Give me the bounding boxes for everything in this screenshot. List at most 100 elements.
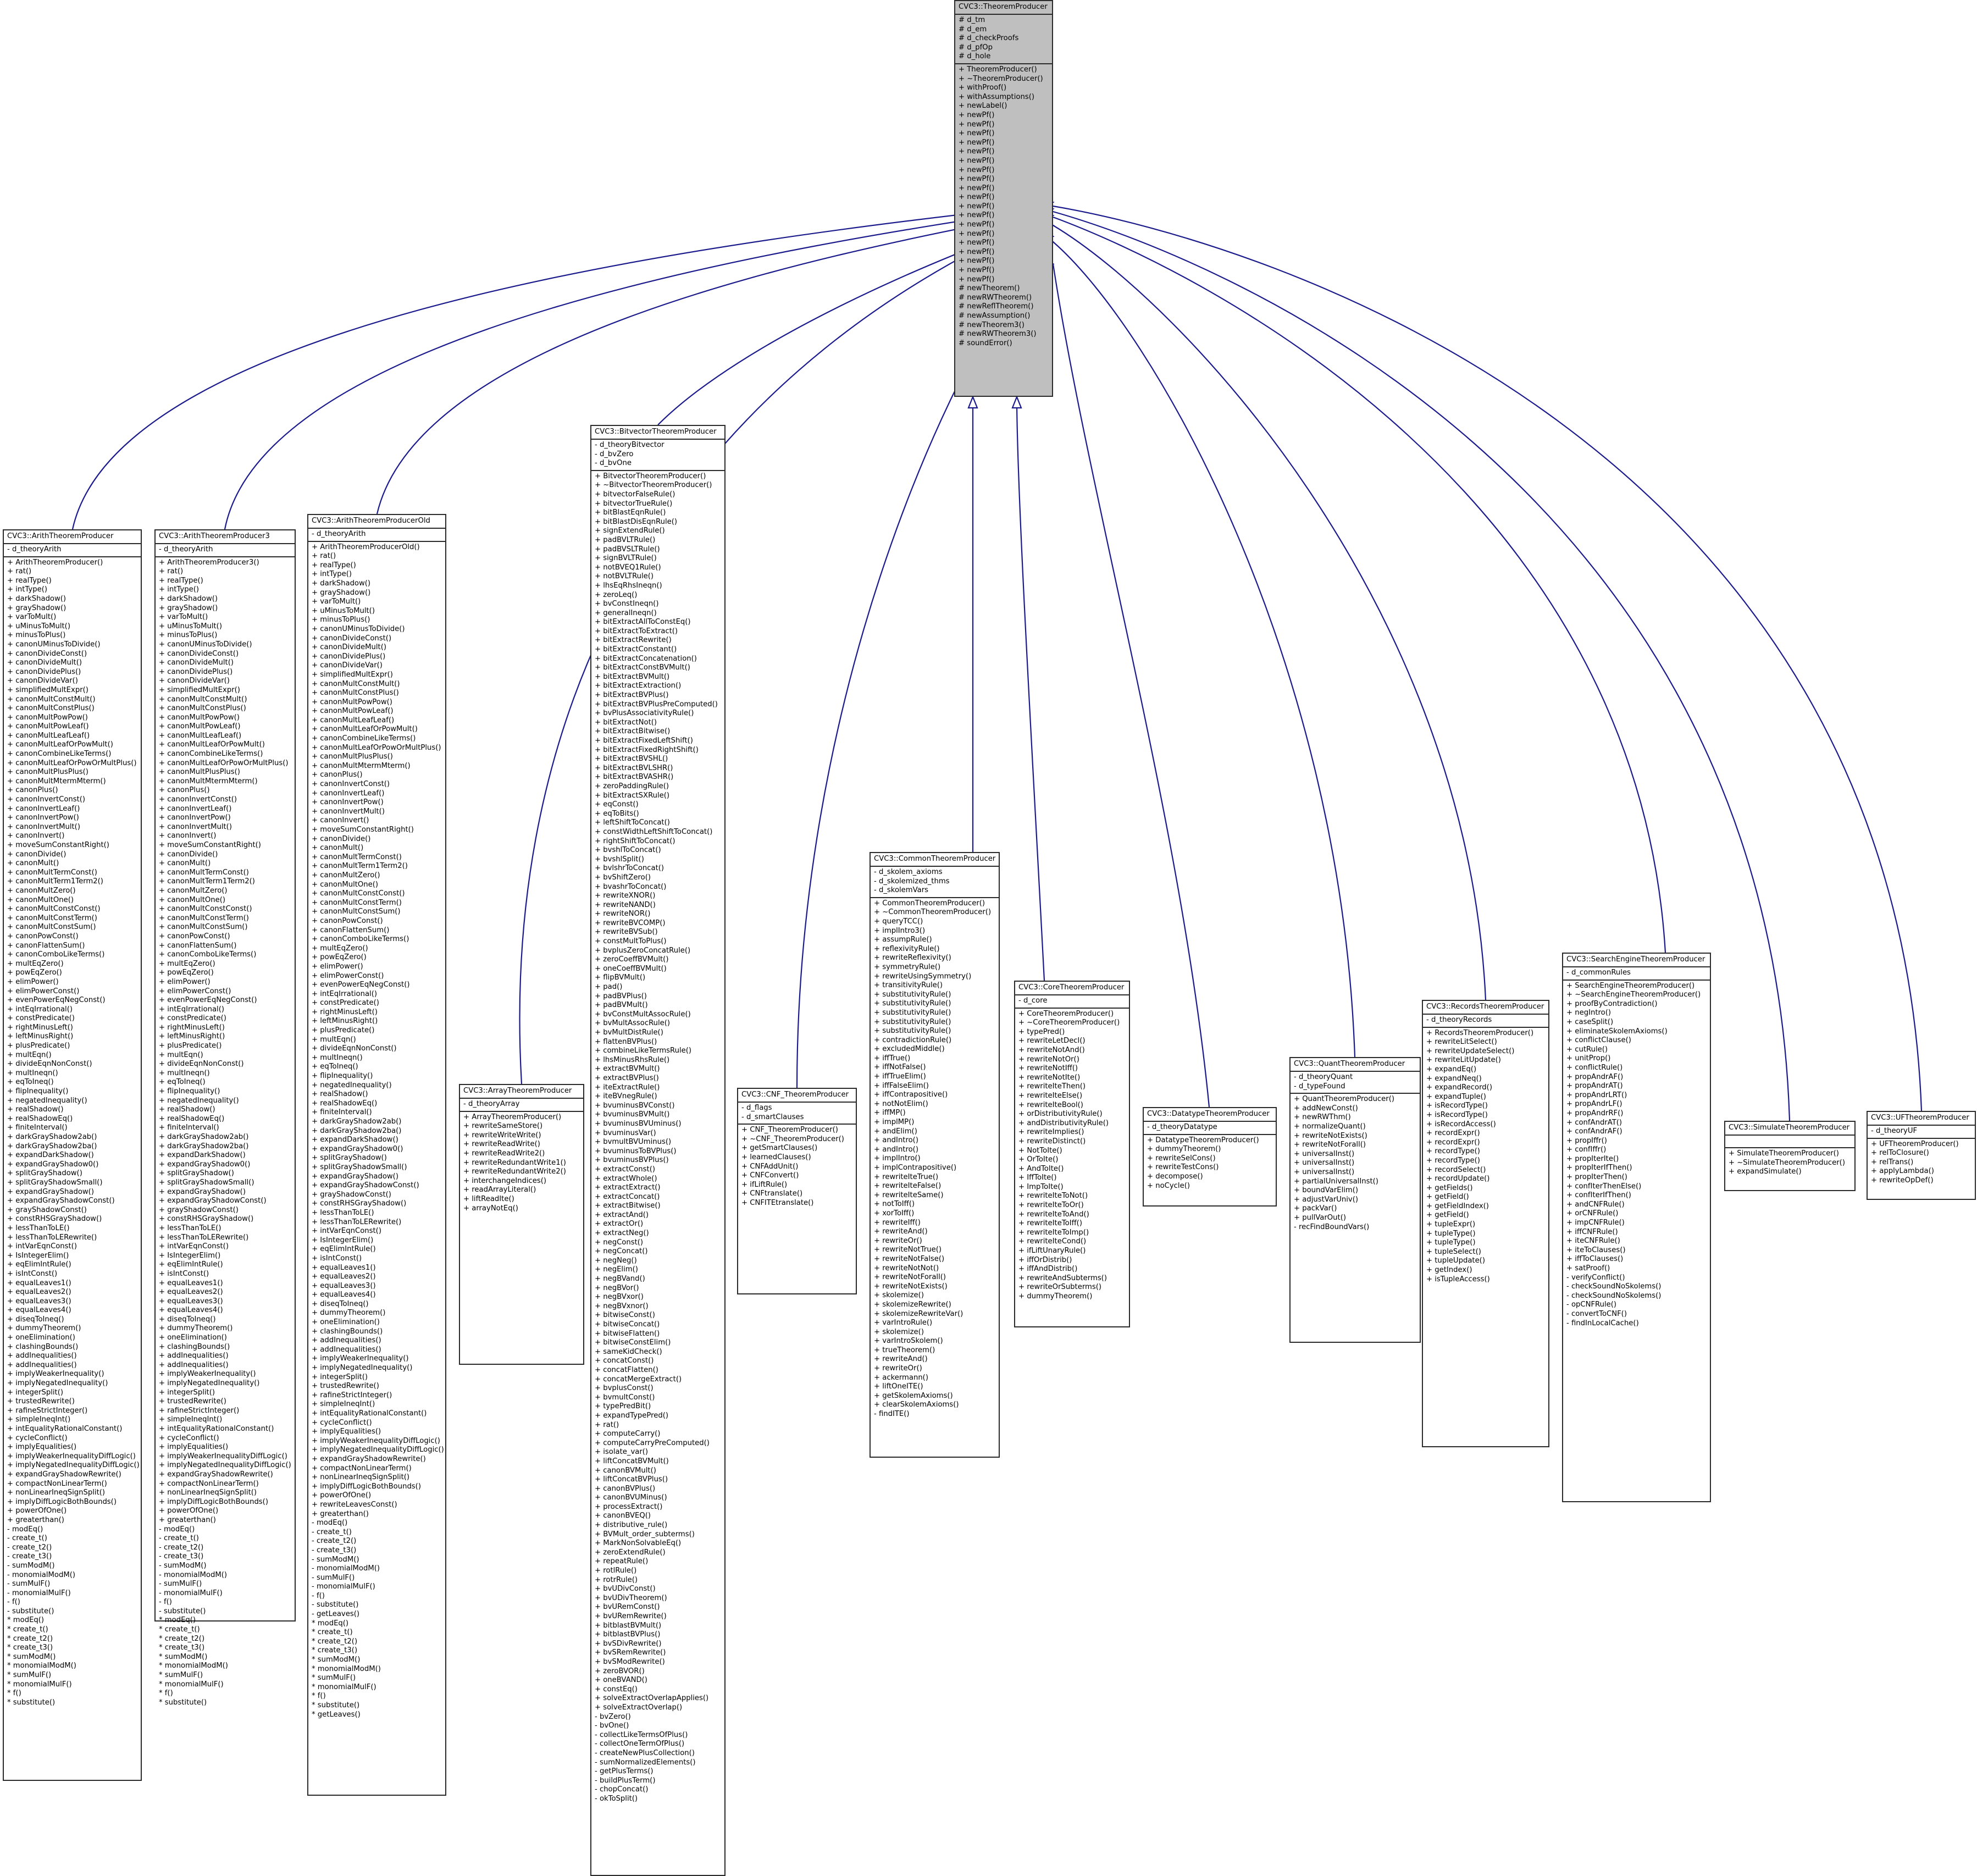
attribute: - d_theoryRecords bbox=[1426, 1016, 1492, 1024]
operation: + oneCoeffBVMult() bbox=[595, 964, 667, 973]
operation: + splitGrayShadowSmall() bbox=[7, 1178, 103, 1187]
operation: * substitute() bbox=[7, 1698, 56, 1707]
operation: + rightMinusLeft() bbox=[312, 1008, 378, 1016]
operation: + recordType() bbox=[1426, 1156, 1480, 1165]
operation: + rewriteXNOR() bbox=[595, 892, 656, 900]
operation: + simplifiedMultExpr() bbox=[312, 670, 393, 679]
operation: + newPf() bbox=[959, 165, 995, 174]
operation: + elimPower() bbox=[159, 977, 211, 986]
operation: + canonMultPowPow() bbox=[159, 713, 240, 722]
operation: + iffMP() bbox=[874, 1109, 906, 1117]
operation: + canonMultConstTerm() bbox=[159, 914, 249, 922]
operation: + canonDivideConst() bbox=[312, 634, 392, 643]
operation: + equalLeaves1() bbox=[159, 1279, 223, 1287]
edge-arithold bbox=[376, 211, 1048, 514]
operation: + flipInequality() bbox=[312, 1072, 373, 1081]
operation: + newPf() bbox=[959, 129, 995, 138]
operation: * sumMulF() bbox=[312, 1674, 356, 1683]
operation: + realShadow() bbox=[312, 1090, 368, 1099]
operation: + bitExtractBVPlus() bbox=[595, 691, 669, 700]
operation: + lessThanToLE() bbox=[7, 1224, 70, 1232]
attribute: - d_theoryBitvector bbox=[595, 441, 664, 449]
operation: + boundVarElim() bbox=[1294, 1186, 1359, 1195]
operations: + TheoremProducer()+ ~TheoremProducer()+… bbox=[955, 64, 1052, 350]
operation: + lessThanToLERewrite() bbox=[159, 1233, 249, 1242]
operation: + propAndrAF() bbox=[1566, 1072, 1624, 1081]
operation: - checkSoundNoSkolems() bbox=[1566, 1291, 1662, 1300]
edge-arith3 bbox=[224, 207, 1048, 530]
operation: + notToIff() bbox=[874, 1200, 915, 1209]
operation: + newPf() bbox=[959, 156, 995, 165]
operation: * monomialModM() bbox=[312, 1664, 381, 1673]
operation: * monomialMulF() bbox=[7, 1680, 72, 1689]
operation: + divideEqnNonConst() bbox=[312, 1044, 397, 1053]
operation: + powEqZero() bbox=[312, 953, 367, 962]
operation: + rewriteOr() bbox=[874, 1364, 922, 1373]
operation: + implyDiffLogicBothBounds() bbox=[7, 1497, 117, 1506]
operation: + bvMultDistRule() bbox=[595, 1028, 663, 1037]
operation: + varToMult() bbox=[159, 613, 208, 622]
operation: + andCNFRule() bbox=[1566, 1200, 1625, 1209]
operation: + propIterIte() bbox=[1566, 1154, 1619, 1163]
operation: + canonMultLeafOrPowMult() bbox=[7, 740, 113, 749]
operation: - create_t() bbox=[312, 1528, 352, 1536]
operation: + propAndrRF() bbox=[1566, 1109, 1624, 1117]
attribute: - d_smartClauses bbox=[741, 1113, 804, 1121]
operation: - f() bbox=[7, 1598, 20, 1607]
operation: + eqToIneq() bbox=[7, 1078, 54, 1087]
operation: + trustedRewrite() bbox=[312, 1382, 379, 1391]
operation: + addInequalities() bbox=[159, 1352, 229, 1360]
operation: + tupleType() bbox=[1426, 1229, 1476, 1238]
edge-uf bbox=[1053, 205, 1923, 1111]
operation: * create_t2() bbox=[159, 1634, 205, 1643]
operation: + simpleIneqInt() bbox=[159, 1415, 223, 1424]
operation: + eqToIneq() bbox=[312, 1062, 358, 1071]
operations: + CommonTheoremProducer()+ ~CommonTheore… bbox=[871, 898, 999, 1421]
operation: + canonInvertPow() bbox=[312, 798, 384, 807]
operation: + canonFlattenSum() bbox=[7, 941, 85, 950]
operation: + rewriteUsingSymmetry() bbox=[874, 972, 972, 981]
operation: + newPf() bbox=[959, 120, 995, 129]
operation: + ~SimulateTheoremProducer() bbox=[1729, 1158, 1845, 1167]
operation: + iteCNFRule() bbox=[1566, 1237, 1620, 1246]
operation: + rewriteIteTrue() bbox=[874, 1172, 939, 1181]
class-common: CVC3::CommonTheoremProducer - d_skolem_a… bbox=[870, 852, 1000, 1458]
operation: + signBVLTRule() bbox=[595, 554, 657, 563]
operation: # newRWTheorem() bbox=[959, 293, 1032, 302]
operation: # soundError() bbox=[959, 339, 1012, 347]
class-searchengine: CVC3::SearchEngineTheoremProducer - d_co… bbox=[1562, 953, 1711, 1502]
operation: + canonDivideVar() bbox=[7, 677, 78, 685]
operations: + BitvectorTheoremProducer()+ ~Bitvector… bbox=[591, 471, 724, 1806]
operation: + implyNegatedInequality() bbox=[312, 1364, 413, 1373]
operation: * create_t2() bbox=[7, 1634, 53, 1643]
operation: + grayShadowConst() bbox=[159, 1205, 239, 1214]
operation: + canonMultLeafLeaf() bbox=[7, 731, 90, 740]
operation: + bvplusZeroConcatRule() bbox=[595, 946, 691, 955]
operation: + implyDiffLogicBothBounds() bbox=[159, 1497, 268, 1506]
operation: + rewriteIteToAnd() bbox=[1018, 1210, 1089, 1219]
operation: + canonMultConstConst() bbox=[7, 905, 101, 914]
operation: * substitute() bbox=[159, 1698, 207, 1707]
operation: + multIneqn() bbox=[312, 1053, 363, 1062]
operation: + eqElimIntRule() bbox=[159, 1260, 223, 1269]
operation: + bvuminusVar() bbox=[595, 1128, 656, 1137]
operation: + conflictRule() bbox=[1566, 1063, 1623, 1072]
operation: + confAndrAF() bbox=[1566, 1127, 1622, 1136]
operation: + IsIntegerElim() bbox=[7, 1251, 69, 1260]
operation: + canonBVMult() bbox=[595, 1466, 656, 1475]
operation: + lessThanToLE() bbox=[159, 1224, 221, 1232]
operation: + eqToIneq() bbox=[159, 1078, 206, 1087]
operation: + pad() bbox=[595, 983, 623, 992]
operation: + bvConstMultAssocRule() bbox=[595, 1010, 691, 1019]
operation: + rewriteDistinct() bbox=[1018, 1137, 1086, 1145]
operation: + canonInvertPow() bbox=[159, 814, 231, 822]
operation: + isRecordAccess() bbox=[1426, 1120, 1496, 1128]
operation: + MarkNonSolvableEq() bbox=[595, 1539, 682, 1548]
operation: # newReflTheorem() bbox=[959, 302, 1034, 311]
operation: + iteToClauses() bbox=[1566, 1246, 1626, 1254]
operation: + orDistributivityRule() bbox=[1018, 1110, 1103, 1119]
operation: + negConst() bbox=[595, 1238, 644, 1247]
operation: + equalLeaves1() bbox=[7, 1279, 71, 1287]
operation: + divideEqnNonConst() bbox=[159, 1060, 244, 1069]
operation: + bvConstIneqn() bbox=[595, 600, 659, 608]
